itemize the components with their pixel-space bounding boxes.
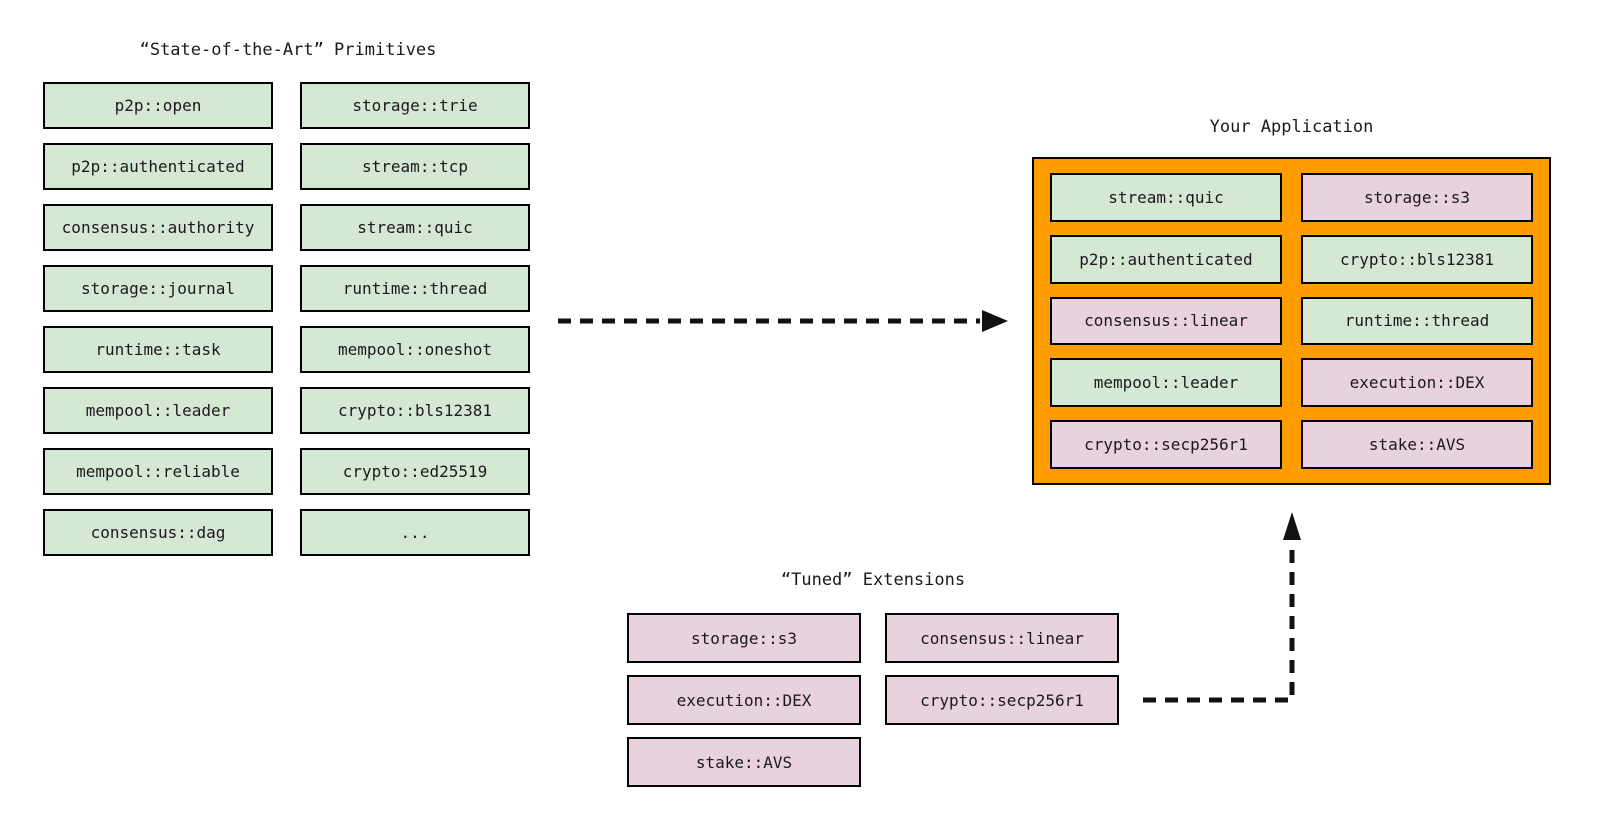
application-box: crypto::bls12381	[1301, 234, 1533, 284]
primitive-box: runtime::thread	[300, 265, 530, 312]
box-label: mempool::leader	[85, 401, 231, 420]
extensions-grid: storage::s3 execution::DEX stake::AVS co…	[627, 613, 1119, 787]
application-box: execution::DEX	[1301, 358, 1533, 408]
primitives-title: “State-of-the-Art” Primitives	[139, 40, 437, 60]
primitive-box: mempool::oneshot	[300, 326, 530, 373]
application-container: stream::quic p2p::authenticated consensu…	[1032, 157, 1551, 485]
extension-box: stake::AVS	[627, 737, 861, 787]
extensions-title: “Tuned” Extensions	[780, 570, 966, 590]
extensions-to-application-arrow	[1143, 512, 1301, 703]
application-box: stake::AVS	[1301, 420, 1533, 469]
extension-box: storage::s3	[627, 613, 861, 663]
box-label: ...	[400, 523, 430, 542]
box-label: stream::tcp	[362, 157, 468, 176]
box-label: stake::AVS	[1368, 435, 1466, 455]
box-label: runtime::thread	[1344, 311, 1490, 331]
box-label: mempool::leader	[1093, 373, 1239, 393]
box-label: crypto::ed25519	[342, 462, 488, 481]
box-label: p2p::authenticated	[1079, 249, 1253, 269]
arrowhead-right-icon	[982, 310, 1008, 332]
extension-box: execution::DEX	[627, 675, 861, 725]
primitive-box: p2p::authenticated	[43, 143, 273, 190]
application-box: storage::s3	[1301, 173, 1533, 222]
box-label: stream::quic	[357, 218, 473, 237]
primitive-box: stream::tcp	[300, 143, 530, 190]
box-label: runtime::thread	[342, 279, 488, 298]
box-label: execution::DEX	[676, 690, 812, 710]
box-label: stream::quic	[1108, 187, 1224, 207]
application-box: mempool::leader	[1050, 358, 1282, 408]
arrowhead-up-icon	[1283, 512, 1301, 540]
box-label: consensus::linear	[1084, 311, 1248, 331]
box-label: storage::trie	[352, 96, 478, 115]
box-label: consensus::dag	[90, 523, 226, 542]
box-label: crypto::bls12381	[1339, 249, 1495, 269]
primitive-box: crypto::bls12381	[300, 387, 530, 434]
extensions-column-1: storage::s3 execution::DEX stake::AVS	[627, 613, 861, 787]
box-label: mempool::reliable	[76, 462, 240, 481]
box-label: storage::journal	[80, 279, 236, 298]
box-label: crypto::bls12381	[337, 401, 493, 420]
primitive-box: runtime::task	[43, 326, 273, 373]
box-label: p2p::authenticated	[71, 157, 245, 176]
primitive-box: consensus::authority	[43, 204, 273, 251]
application-box: consensus::linear	[1050, 296, 1282, 346]
extensions-column-2: consensus::linear crypto::secp256r1	[885, 613, 1119, 725]
application-box: crypto::secp256r1	[1050, 420, 1282, 469]
application-title: Your Application	[1209, 117, 1374, 137]
box-label: crypto::secp256r1	[920, 690, 1084, 710]
box-label: execution::DEX	[1349, 373, 1485, 393]
primitive-box: consensus::dag	[43, 509, 273, 556]
application-column-1: stream::quic p2p::authenticated consensu…	[1050, 173, 1282, 469]
primitive-box: storage::trie	[300, 82, 530, 129]
dashed-elbow-line	[1143, 542, 1295, 703]
box-label: storage::s3	[1364, 187, 1470, 207]
box-label: p2p::open	[114, 96, 202, 115]
box-label: storage::s3	[691, 628, 797, 648]
primitive-box: stream::quic	[300, 204, 530, 251]
box-label: consensus::authority	[61, 218, 255, 237]
primitives-column-1: p2p::open p2p::authenticated consensus::…	[43, 82, 273, 556]
primitive-box: storage::journal	[43, 265, 273, 312]
primitive-box: mempool::reliable	[43, 448, 273, 495]
primitive-box: crypto::ed25519	[300, 448, 530, 495]
primitive-box: mempool::leader	[43, 387, 273, 434]
primitives-column-2: storage::trie stream::tcp stream::quic r…	[300, 82, 530, 556]
box-label: crypto::secp256r1	[1084, 435, 1248, 455]
application-box: stream::quic	[1050, 173, 1282, 222]
primitives-to-application-arrow	[558, 310, 1008, 332]
extension-box: consensus::linear	[885, 613, 1119, 663]
box-label: mempool::oneshot	[337, 340, 493, 359]
application-box: p2p::authenticated	[1050, 234, 1282, 284]
box-label: consensus::linear	[920, 628, 1084, 648]
application-box: runtime::thread	[1301, 296, 1533, 346]
primitive-box: p2p::open	[43, 82, 273, 129]
box-label: stake::AVS	[695, 752, 793, 772]
box-label: runtime::task	[95, 340, 221, 359]
extension-box: crypto::secp256r1	[885, 675, 1119, 725]
application-column-2: storage::s3 crypto::bls12381 runtime::th…	[1301, 173, 1533, 469]
primitives-grid: p2p::open p2p::authenticated consensus::…	[43, 82, 530, 556]
primitive-box: ...	[300, 509, 530, 556]
